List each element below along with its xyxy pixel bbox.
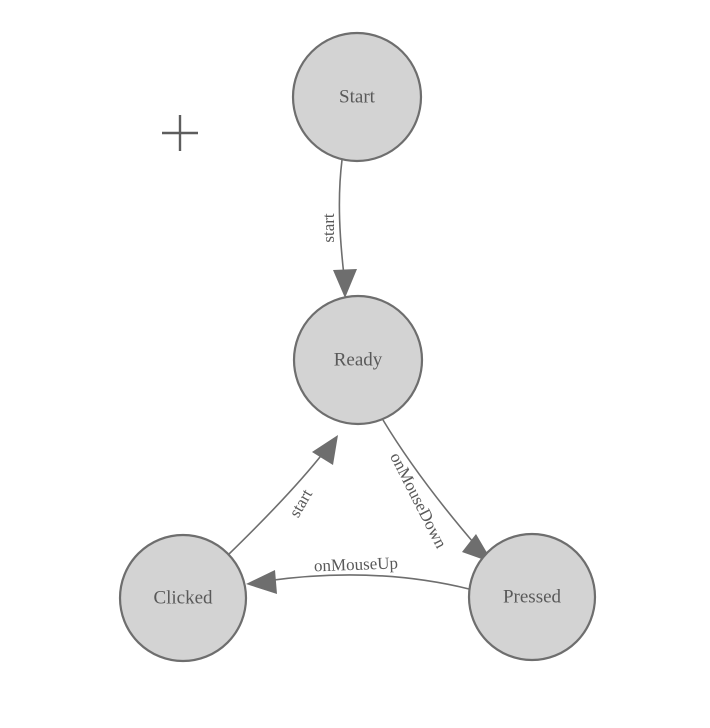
edge-clicked-to-ready-arrowhead — [312, 435, 338, 465]
state-node-start-circle[interactable] — [291, 31, 423, 163]
state-node-clicked-circle[interactable] — [118, 533, 248, 663]
edge-ready-to-pressed-label: onMouseDown — [386, 449, 451, 551]
state-node-pressed-label: Pressed — [503, 586, 562, 607]
edge-ready-to-pressed[interactable]: onMouseDown — [382, 419, 493, 563]
edge-pressed-to-clicked[interactable]: onMouseUp — [246, 553, 470, 594]
state-node-ready-label: Ready — [334, 349, 383, 370]
state-node-start-label: Start — [339, 86, 376, 107]
state-node-ready[interactable]: Ready — [292, 294, 424, 426]
state-node-clicked[interactable]: Clicked — [118, 533, 248, 663]
state-node-clicked-label: Clicked — [153, 587, 213, 608]
edge-clicked-to-ready-path — [227, 451, 325, 556]
state-node-ready-circle[interactable] — [292, 294, 424, 426]
edge-clicked-to-ready[interactable]: start — [227, 435, 338, 556]
state-node-pressed-circle[interactable] — [467, 532, 597, 662]
state-node-pressed[interactable]: Pressed — [467, 532, 597, 662]
edge-pressed-to-clicked-path — [265, 574, 470, 590]
edge-pressed-to-clicked-arrowhead — [246, 570, 277, 594]
crosshair-cursor-icon — [162, 115, 198, 151]
edge-pressed-to-clicked-label: onMouseUp — [314, 553, 399, 575]
state-node-start[interactable]: Start — [291, 31, 423, 163]
edge-start-to-ready-arrowhead — [333, 269, 357, 298]
edge-start-to-ready[interactable]: start — [319, 159, 357, 298]
edge-ready-to-pressed-path — [382, 419, 480, 550]
edge-start-to-ready-label: start — [319, 213, 338, 243]
edge-start-to-ready-path — [338, 159, 345, 277]
